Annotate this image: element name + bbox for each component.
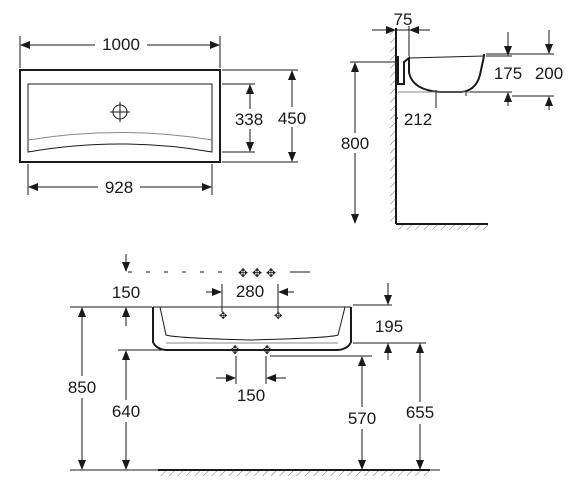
svg-text:✥: ✥ bbox=[219, 311, 227, 322]
svg-text:✥: ✥ bbox=[262, 343, 272, 357]
dim-label-projection: 212 bbox=[404, 110, 432, 129]
basin-outline bbox=[19, 69, 221, 163]
tap-hole-icon: ✥ ✥ ✥ bbox=[238, 266, 276, 280]
front-view: ✥ ✥ ✥ ✥ ✥ ✥ ✥ 150 280 bbox=[60, 254, 442, 476]
dim-label-basin-height: 195 bbox=[375, 317, 403, 336]
dim-label-bottom-height: 640 bbox=[112, 402, 140, 421]
top-view: 1000 928 338 450 bbox=[19, 33, 312, 198]
floor-hatch bbox=[396, 224, 488, 230]
svg-text:✥: ✥ bbox=[230, 343, 240, 357]
svg-text:✥: ✥ bbox=[238, 266, 248, 280]
dim-label-rim-height: 655 bbox=[406, 403, 434, 422]
bowl-inner bbox=[27, 83, 213, 153]
dim-label-width: 1000 bbox=[102, 35, 140, 54]
dim-label-tap-spacing: 280 bbox=[236, 282, 264, 301]
basin-profile bbox=[397, 54, 485, 93]
svg-text:✥: ✥ bbox=[274, 311, 282, 322]
dim-label-total-height: 200 bbox=[535, 64, 563, 83]
dim-label-mount-height: 800 bbox=[341, 134, 369, 153]
dim-label-wall-offset: 75 bbox=[394, 10, 413, 29]
drain-icon bbox=[110, 102, 130, 122]
wall-hatch bbox=[390, 28, 396, 224]
basin-front-outline bbox=[152, 307, 352, 351]
dim-label-inner-width: 928 bbox=[105, 178, 133, 197]
svg-text:✥: ✥ bbox=[266, 266, 276, 280]
dim-label-depth: 450 bbox=[278, 109, 306, 128]
floor-hatch-front bbox=[158, 470, 430, 476]
bowl-slope bbox=[27, 132, 213, 141]
dim-label-tap-offset: 150 bbox=[112, 283, 140, 302]
dim-label-waste-spacing: 150 bbox=[237, 386, 265, 405]
dim-label-inner-depth: 338 bbox=[235, 110, 263, 129]
dim-label-total-height-front: 850 bbox=[68, 378, 96, 397]
svg-text:✥: ✥ bbox=[252, 266, 262, 280]
dim-label-bowl-depth: 175 bbox=[494, 64, 522, 83]
dim-label-waste-height: 570 bbox=[348, 409, 376, 428]
side-view: 75 175 200 212 800 bbox=[334, 10, 563, 230]
